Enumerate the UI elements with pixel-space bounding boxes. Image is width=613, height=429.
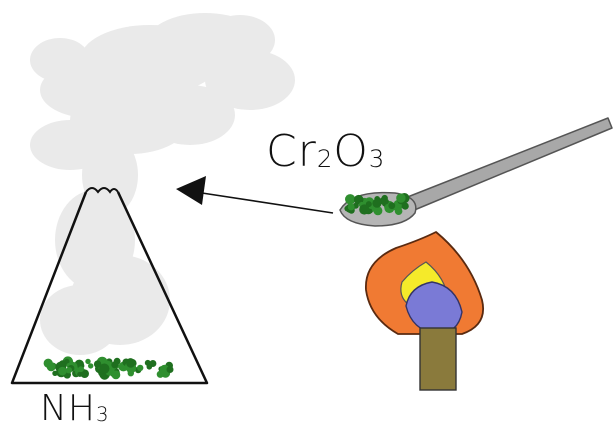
flask [10,187,209,385]
catalyst-granule [65,367,73,374]
catalyst-granule [118,364,124,371]
catalyst-granule [345,194,356,205]
catalyst-granule [396,193,406,203]
catalyst-granule [159,364,170,375]
catalyst-granule [137,364,144,372]
spoon-handle [404,117,613,212]
burner [365,231,484,391]
flask-outline [10,191,209,385]
catalyst-granule [78,366,84,373]
catalyst-granule [166,366,174,373]
catalyst-granule [126,358,136,368]
catalyst-granule [85,358,91,365]
catalyst-granule [47,362,56,371]
catalyst-granule [111,370,121,380]
flask-mouth [85,187,119,194]
catalyst-formula-label: Cr2O3 [266,126,385,177]
spoon-catalyst [344,193,410,216]
catalyst-granule [372,198,382,208]
catalyst-granule [64,358,70,365]
transfer-arrow [176,176,334,214]
ammonia-subscript: 3 [96,402,110,426]
flask-catalyst [43,356,174,380]
catalyst-oxygen: O [333,126,369,177]
catalyst-granule [347,203,355,211]
burner-tube [419,327,457,391]
catalyst-granule [359,204,370,215]
ammonia-symbol: NH [40,388,96,429]
catalyst-granule [99,363,110,374]
catalyst-granule [146,364,153,370]
catalyst-subscript-1: 2 [316,145,334,174]
catalyst-subscript-2: 3 [368,145,386,174]
catalyst-granule [93,360,102,368]
spoon [339,117,613,227]
catalyst-granule [88,363,94,369]
catalyst-granule [52,370,58,376]
catalyst-granule [388,202,396,210]
ammonia-formula-label: NH3 [40,388,110,429]
catalyst-granule [58,366,67,376]
catalyst-element: Cr [266,126,317,177]
catalyst-granule [111,361,119,369]
catalyst-granule [401,202,409,210]
smoke-cloud [30,13,295,355]
